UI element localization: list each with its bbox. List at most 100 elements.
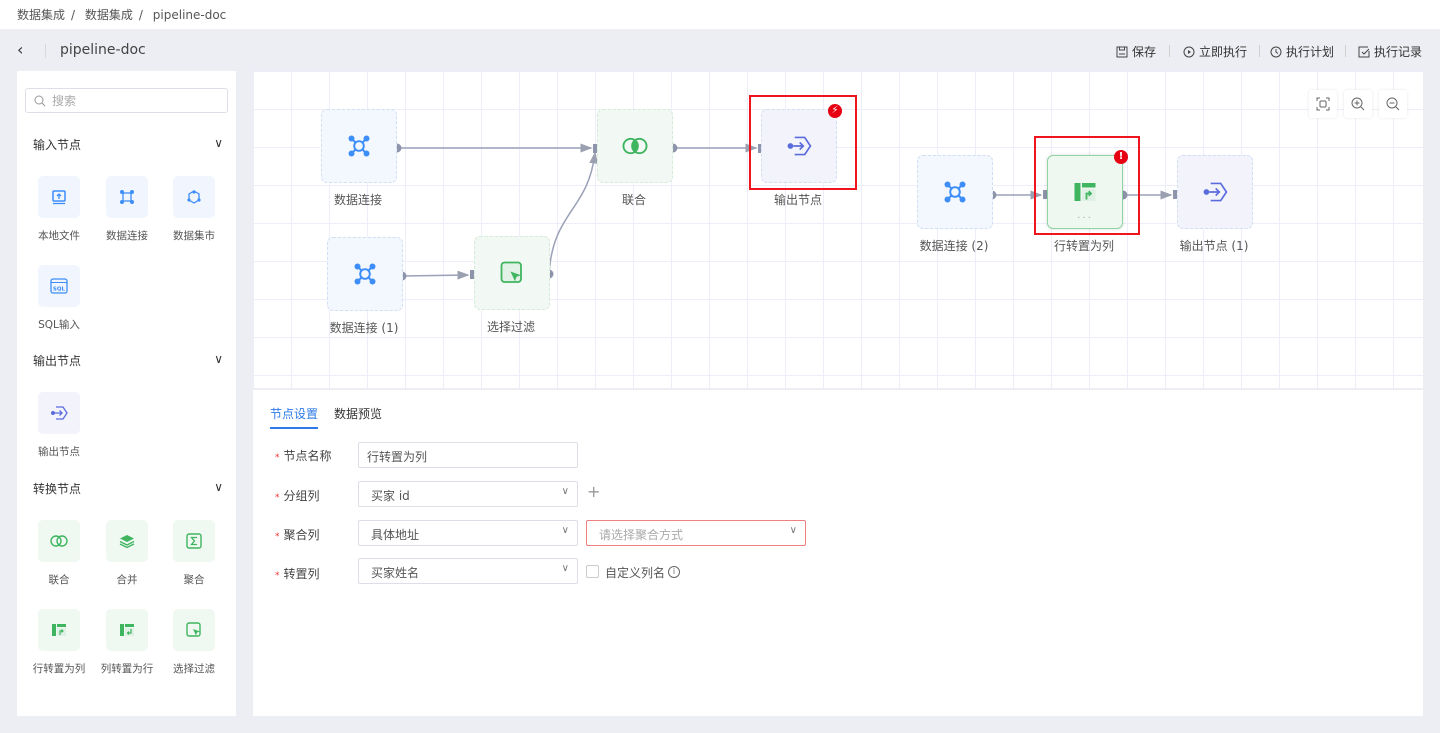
aggregate-method-select[interactable]: 请选择聚合方式∨ bbox=[586, 520, 806, 546]
node-output[interactable] bbox=[761, 109, 837, 183]
select-cursor-icon bbox=[186, 622, 201, 637]
node-settings-panel: 节点设置 数据预览 *节点名称 行转置为列 *分组列 买家 id∨ + *聚合列… bbox=[253, 390, 1423, 716]
palette-aggregate[interactable] bbox=[173, 520, 215, 562]
palette-label: 行转置为列 bbox=[32, 663, 86, 675]
clock-icon bbox=[1270, 46, 1282, 57]
network-icon bbox=[120, 190, 134, 204]
palette-data-mart[interactable] bbox=[173, 176, 215, 218]
info-icon[interactable]: i bbox=[668, 566, 680, 578]
chevron-down-icon: ∨ bbox=[214, 352, 223, 366]
node-data-connection-2[interactable] bbox=[917, 155, 993, 229]
palette-merge[interactable] bbox=[106, 520, 148, 562]
page-title: pipeline-doc bbox=[60, 42, 146, 58]
select-cursor-icon bbox=[500, 261, 522, 283]
palette-select-filter[interactable] bbox=[173, 609, 215, 651]
divider bbox=[1169, 45, 1170, 57]
section-output-nodes[interactable]: 输出节点∨ bbox=[33, 352, 223, 368]
section-transform-nodes[interactable]: 转换节点∨ bbox=[33, 480, 223, 496]
zoom-out-button[interactable] bbox=[1379, 90, 1407, 118]
add-group-button[interactable]: + bbox=[587, 482, 601, 501]
union-icon bbox=[50, 535, 68, 547]
play-circle-icon bbox=[1183, 46, 1195, 57]
node-select-filter[interactable] bbox=[474, 236, 550, 310]
output-icon bbox=[51, 406, 68, 420]
palette-row-to-column[interactable] bbox=[38, 609, 80, 651]
error-highlight bbox=[1034, 136, 1140, 235]
aggregate-column-select[interactable]: 具体地址∨ bbox=[358, 520, 578, 546]
run-now-button[interactable]: 立即执行 bbox=[1183, 43, 1247, 60]
error-highlight bbox=[749, 95, 857, 190]
palette-output-node[interactable] bbox=[38, 392, 80, 434]
section-input-nodes[interactable]: 输入节点∨ bbox=[33, 136, 223, 152]
error-badge-icon: ! bbox=[1114, 150, 1128, 164]
node-label: 输出节点 (1) bbox=[1179, 239, 1249, 253]
node-row-to-column[interactable]: ··· bbox=[1047, 155, 1123, 229]
palette-label: SQL输入 bbox=[38, 319, 80, 331]
palette-local-file[interactable] bbox=[38, 176, 80, 218]
node-output-1[interactable] bbox=[1177, 155, 1253, 229]
breadcrumb-item: pipeline-doc bbox=[152, 8, 227, 22]
back-button[interactable]: ‹ bbox=[17, 40, 24, 59]
network-icon bbox=[348, 135, 370, 157]
row-to-column-icon bbox=[52, 624, 66, 636]
union-icon bbox=[622, 137, 648, 155]
edge bbox=[401, 270, 470, 280]
field-label: *聚合列 bbox=[275, 528, 320, 542]
schedule-button[interactable]: 执行计划 bbox=[1270, 43, 1334, 60]
chevron-down-icon: ∨ bbox=[214, 136, 223, 150]
palette-union[interactable] bbox=[38, 520, 80, 562]
field-label: *分组列 bbox=[275, 489, 320, 503]
edge bbox=[548, 151, 599, 275]
palette-label: 列转置为行 bbox=[100, 663, 154, 675]
input-port bbox=[1043, 190, 1050, 199]
divider bbox=[1259, 45, 1260, 57]
palette-label: 选择过滤 bbox=[173, 663, 215, 675]
chevron-down-icon: ∨ bbox=[789, 525, 797, 536]
history-button[interactable]: 执行记录 bbox=[1358, 43, 1422, 60]
chevron-down-icon: ∨ bbox=[561, 563, 569, 574]
chevron-down-icon: ∨ bbox=[214, 480, 223, 494]
chevron-down-icon: ∨ bbox=[561, 525, 569, 536]
node-label: 行转置为列 bbox=[1053, 239, 1114, 253]
search-input[interactable]: 搜索 bbox=[25, 88, 228, 113]
tab-data-preview[interactable]: 数据预览 bbox=[334, 407, 383, 421]
node-palette: 搜索 输入节点∨ 本地文件 数据连接 数据集市 SQL SQL输入 输出节点∨ … bbox=[17, 71, 236, 716]
node-label: 输出节点 bbox=[773, 193, 822, 207]
pipeline-canvas[interactable]: 数据连接 联合 ⚡ 输出节点 数据连接 (1) 选择过滤 数据连接 (2) ··… bbox=[253, 71, 1423, 388]
upload-file-icon bbox=[52, 190, 66, 205]
palette-data-connection[interactable] bbox=[106, 176, 148, 218]
svg-text:SQL: SQL bbox=[53, 287, 66, 293]
output-icon bbox=[1203, 182, 1228, 202]
zoom-out-icon bbox=[1386, 97, 1400, 111]
group-column-select[interactable]: 买家 id∨ bbox=[358, 481, 578, 507]
custom-name-label: 自定义列名 bbox=[605, 566, 666, 580]
tab-node-settings[interactable]: 节点设置 bbox=[270, 405, 319, 429]
custom-name-checkbox[interactable] bbox=[586, 565, 599, 578]
chevron-down-icon: ∨ bbox=[561, 486, 569, 497]
palette-column-to-row[interactable] bbox=[106, 609, 148, 651]
node-label: 数据连接 bbox=[333, 193, 382, 207]
fit-view-button[interactable] bbox=[1309, 90, 1337, 118]
palette-sql-input[interactable]: SQL bbox=[38, 265, 80, 307]
node-data-connection-1[interactable] bbox=[327, 237, 403, 311]
zoom-in-button[interactable] bbox=[1344, 90, 1372, 118]
row-to-column-icon bbox=[1074, 183, 1096, 201]
column-to-row-icon bbox=[120, 624, 134, 636]
node-label: 数据连接 (2) bbox=[919, 239, 989, 253]
save-button[interactable]: 保存 bbox=[1116, 43, 1156, 60]
breadcrumb-item[interactable]: 数据集成 bbox=[84, 8, 133, 22]
palette-label: 聚合 bbox=[183, 574, 205, 586]
node-name-input[interactable]: 行转置为列 bbox=[358, 442, 578, 468]
divider bbox=[1345, 45, 1346, 57]
node-label: 联合 bbox=[621, 193, 646, 207]
node-union[interactable] bbox=[597, 109, 673, 183]
more-icon[interactable]: ··· bbox=[1077, 213, 1093, 224]
save-icon bbox=[1116, 46, 1128, 57]
node-data-connection[interactable] bbox=[321, 109, 397, 183]
breadcrumb-item[interactable]: 数据集成 bbox=[17, 8, 66, 22]
input-port bbox=[1173, 190, 1180, 199]
input-port bbox=[470, 270, 477, 279]
node-label: 数据连接 (1) bbox=[329, 321, 399, 335]
output-icon bbox=[787, 136, 812, 156]
pivot-column-select[interactable]: 买家姓名∨ bbox=[358, 558, 578, 584]
